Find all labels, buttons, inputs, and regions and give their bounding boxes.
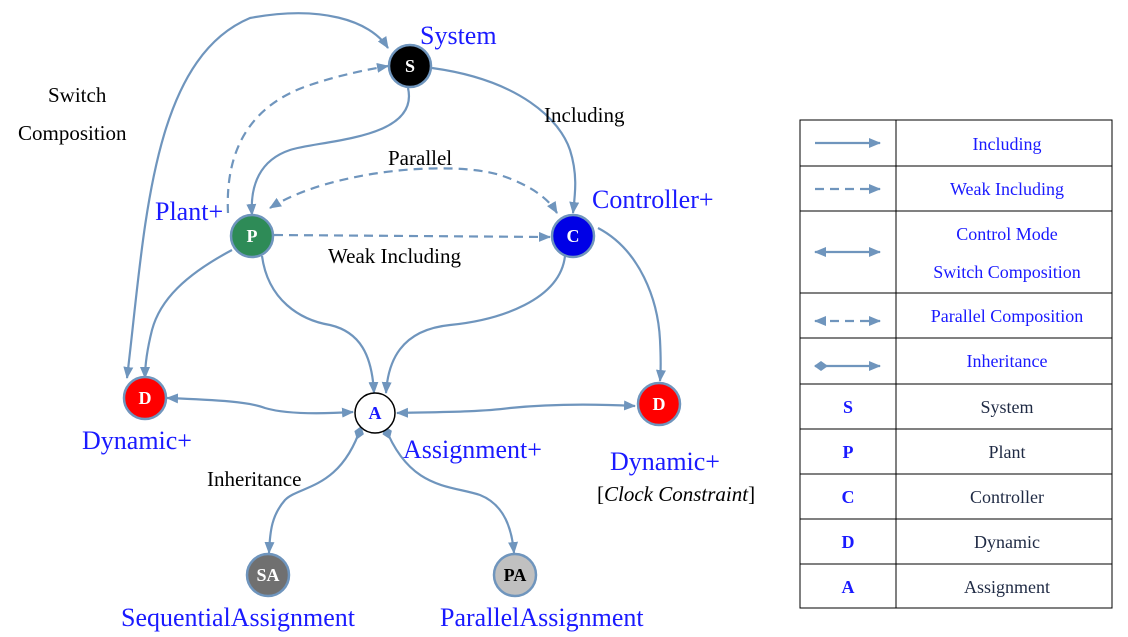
legend-label-assignment: Assignment (964, 577, 1050, 597)
legend-key-s: S (843, 397, 853, 417)
node-dynamic-right-name: Dynamic+ (610, 447, 720, 476)
edge-dynamic-left-assignment (166, 393, 354, 418)
legend-switch-label-line2: Switch Composition (933, 262, 1081, 282)
edge-plant-controller-weak (273, 231, 551, 242)
edge-plant-system-weak (226, 62, 389, 214)
node-assignment-letter: A (369, 403, 382, 423)
label-switch-line1: Switch (48, 83, 107, 107)
legend-inheritance-label: Inheritance (967, 351, 1048, 371)
node-sequential-name: SequentialAssignment (121, 603, 356, 632)
node-plant-name: Plant+ (155, 197, 223, 226)
legend-key-p: P (843, 442, 854, 462)
node-dynamic-left-letter: D (139, 388, 152, 408)
legend-key-c: C (842, 487, 855, 507)
node-system-letter: S (405, 56, 415, 76)
edge-assignment-dynamic-right (396, 400, 636, 418)
edge-plant-dynamic-left (140, 249, 233, 379)
legend-label-system: System (980, 397, 1033, 417)
legend-weak-including-label: Weak Including (950, 179, 1064, 199)
node-dynamic-left-name: Dynamic+ (82, 426, 192, 455)
label-parallel: Parallel (388, 146, 452, 170)
edge-controller-assignment (381, 255, 567, 394)
legend-grid (800, 120, 1112, 608)
node-controller[interactable]: C Controller+ (550, 185, 714, 259)
node-system-name: System (420, 21, 497, 50)
node-parallel-assignment[interactable]: PA ParallelAssignment (440, 552, 644, 632)
edge-switch-composition (123, 12, 389, 379)
label-including: Including (544, 103, 625, 127)
node-sequential-assignment[interactable]: SA SequentialAssignment (121, 552, 356, 632)
label-switch-line2: Composition (18, 121, 127, 145)
node-assignment[interactable]: A Assignment+ (354, 392, 542, 464)
node-controller-letter: C (567, 226, 580, 246)
node-parallel-letter: PA (504, 565, 527, 585)
legend: Including Weak Including Control Mode Sw… (799, 119, 1113, 609)
node-sequential-letter: SA (256, 565, 279, 585)
legend-key-a: A (842, 577, 855, 597)
label-weak-including: Weak Including (328, 244, 462, 268)
edge-system-plant (246, 87, 411, 216)
legend-label-controller: Controller (970, 487, 1044, 507)
edges (123, 12, 666, 554)
edge-labels: Switch Composition Including Parallel We… (18, 83, 625, 491)
node-controller-name: Controller+ (592, 185, 714, 214)
legend-label-dynamic: Dynamic (974, 532, 1040, 552)
node-plant[interactable]: P Plant+ (155, 197, 275, 259)
node-dynamic-right-letter: D (653, 394, 666, 414)
constraint-open-bracket: [ (597, 482, 604, 506)
edge-plant-assignment (260, 255, 379, 394)
node-dynamic-right-constraint: [Clock Constraint] (597, 482, 755, 506)
node-assignment-name: Assignment+ (403, 435, 542, 464)
legend-label-plant: Plant (988, 442, 1025, 462)
edge-controller-dynamic-right (597, 227, 666, 382)
edge-system-controller (431, 66, 580, 214)
node-dynamic-right[interactable]: D Dynamic+ [Clock Constraint] (597, 381, 755, 506)
node-plant-letter: P (247, 226, 258, 246)
edge-inheritance-parallel (382, 426, 519, 554)
legend-key-d: D (842, 532, 855, 552)
legend-including-label: Including (973, 134, 1042, 154)
edge-inheritance-sequential (264, 426, 364, 554)
node-dynamic-left[interactable]: D Dynamic+ (82, 375, 192, 455)
label-inheritance: Inheritance (207, 467, 301, 491)
nodes: S System P Plant+ C Controller+ D Dynami… (82, 21, 755, 632)
node-parallel-name: ParallelAssignment (440, 603, 644, 632)
constraint-close-bracket: ] (748, 482, 755, 506)
constraint-text: Clock Constraint (604, 482, 749, 506)
edge-parallel-composition (269, 167, 558, 214)
legend-parallel-label: Parallel Composition (931, 306, 1084, 326)
legend-switch-label-line1: Control Mode (956, 224, 1058, 244)
node-system[interactable]: S System (387, 21, 497, 89)
